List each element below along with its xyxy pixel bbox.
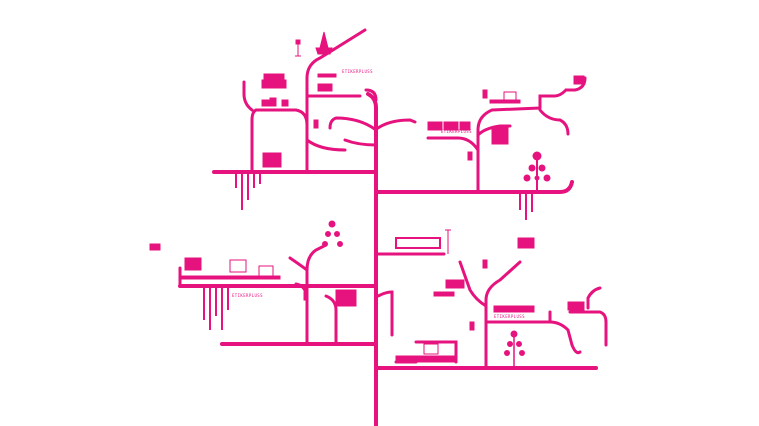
chair-icon — [281, 99, 289, 107]
branch-curve — [288, 256, 309, 272]
battery-icon — [313, 119, 319, 129]
tv-bench-icon — [395, 355, 457, 363]
branch-curve — [484, 320, 574, 347]
potted-plant-icon — [315, 31, 333, 55]
desk-icon — [567, 301, 585, 311]
desk-icon — [317, 83, 333, 92]
sticky-notes-board-icon — [262, 152, 282, 168]
desk-icon — [489, 99, 521, 104]
lamp-icon — [445, 229, 451, 254]
battery-icon — [303, 291, 309, 301]
trunk-top-curl — [366, 92, 378, 152]
brand-label: ETIKERPLUSS — [441, 129, 472, 134]
battery-icon — [482, 89, 488, 99]
shelf-icon — [317, 73, 337, 78]
sofa-icon — [459, 121, 471, 131]
desk-icon — [261, 99, 271, 107]
branch-curve — [586, 286, 602, 310]
branch-upper-right — [376, 180, 574, 194]
battery-icon — [467, 151, 473, 161]
cable-drip-icon — [203, 288, 229, 330]
branch-curve — [426, 136, 480, 152]
desk-icon — [433, 291, 455, 297]
brand-label: ETIKERPLUSS — [494, 314, 525, 319]
armchair-icon — [573, 75, 585, 85]
brand-label: ETIKERPLUSS — [342, 69, 373, 74]
tree-of-dots-icon — [328, 220, 336, 228]
branch-curve — [538, 108, 570, 136]
chair-icon — [269, 97, 277, 107]
cable-drip-icon — [519, 194, 533, 220]
branch-curve — [324, 294, 338, 346]
computer-monitor-icon — [229, 259, 247, 273]
branch-curve — [305, 244, 326, 346]
branch-curve — [305, 28, 367, 174]
branch-curve — [564, 76, 587, 92]
computer-monitor-icon — [423, 343, 439, 355]
desk-icon — [179, 275, 281, 280]
battery-icon — [482, 259, 488, 269]
sofa-icon — [261, 73, 287, 89]
sofa-icon — [427, 121, 443, 131]
desk-icon — [445, 279, 465, 289]
tree-of-dots-icon — [532, 151, 542, 161]
shelf-icon — [493, 305, 535, 313]
sofa-icon — [443, 121, 459, 131]
branch-curve — [570, 343, 582, 355]
desk-icon — [149, 243, 161, 251]
branch-curve — [376, 118, 417, 130]
branch-curve — [538, 88, 568, 110]
computer-monitor-icon — [258, 265, 274, 277]
sticky-notes-board-icon — [335, 289, 357, 307]
branch-curve — [458, 260, 488, 308]
sofa-icon — [395, 237, 441, 249]
computer-monitor-icon — [503, 91, 517, 101]
branch-curve — [328, 116, 378, 132]
branch-curve — [414, 340, 458, 364]
computer-monitor-icon — [184, 257, 202, 271]
sticky-notes-board-icon — [491, 127, 509, 145]
cable-drip-icon — [235, 174, 261, 210]
branch-curve — [364, 88, 378, 102]
branch-curve — [376, 290, 394, 337]
branch-curve — [305, 138, 347, 152]
branch-curve — [484, 260, 522, 370]
branch-curve — [476, 124, 512, 137]
branch-curve — [242, 80, 254, 112]
battery-icon — [469, 321, 475, 331]
brand-label: ETIKERPLUSS — [232, 293, 263, 298]
armchair-icon — [517, 237, 535, 249]
branch-curve — [476, 106, 542, 194]
branch-curve — [250, 108, 309, 127]
lamp-icon — [295, 39, 301, 57]
branch-curve — [343, 138, 378, 147]
branch-curve — [568, 310, 608, 347]
